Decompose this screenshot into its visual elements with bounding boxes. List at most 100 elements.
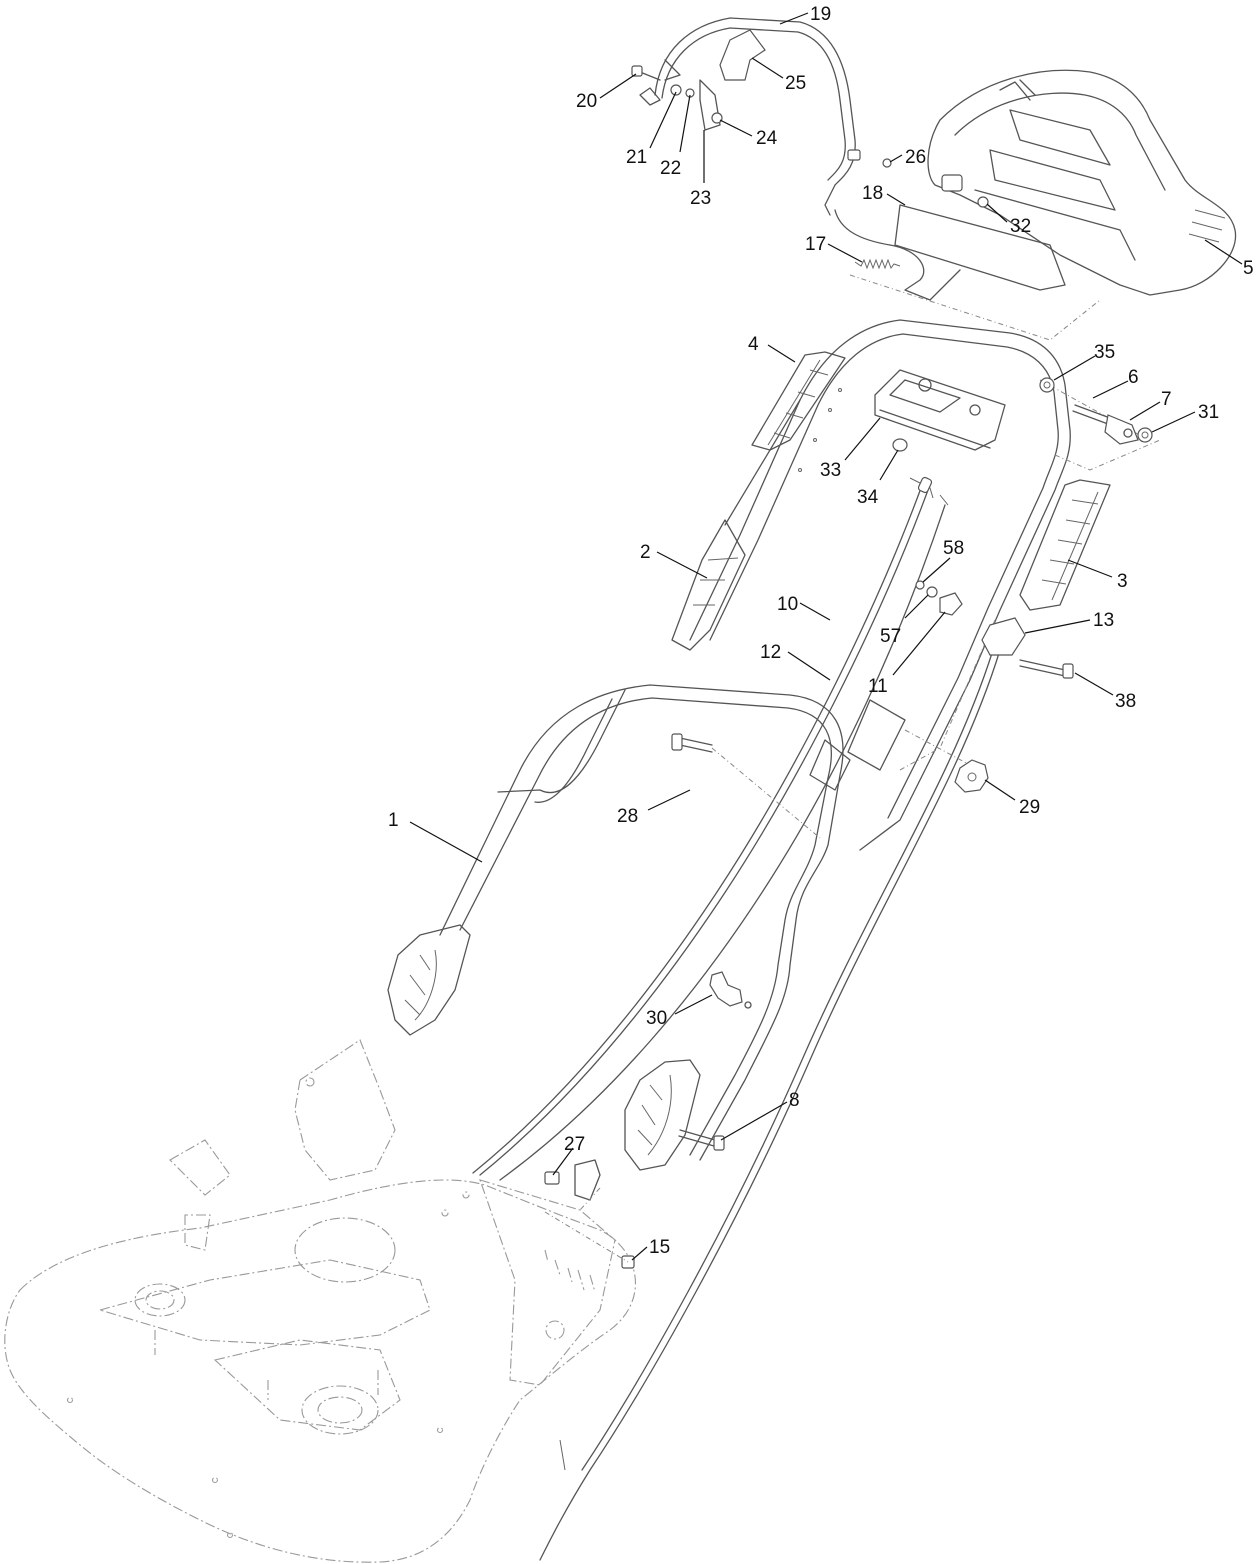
callout-57: 57 — [880, 626, 901, 647]
part-30 — [709, 971, 752, 1009]
left-upper-grip-4 — [751, 351, 846, 451]
leader-29 — [984, 779, 1016, 801]
callout-32: 32 — [1010, 216, 1031, 237]
leader-8 — [720, 1101, 788, 1141]
callout-30: 30 — [646, 1008, 667, 1029]
mower-deck-phantom — [4, 1039, 636, 1563]
leader-27 — [552, 1147, 574, 1176]
callout-33: 33 — [820, 460, 841, 481]
right-grip-3 — [1019, 479, 1111, 611]
cable-clamp-13 — [981, 617, 1074, 679]
knob-7 — [1104, 414, 1139, 445]
hidden-line-bail — [849, 274, 1101, 341]
callout-labels: 1 2 3 4 5 6 7 8 10 11 12 13 15 17 18 19 … — [388, 4, 1254, 1258]
leader-38 — [1074, 672, 1114, 696]
pad-18 — [894, 204, 1066, 291]
leader-33 — [844, 417, 881, 461]
lower-handle-pivot-plate-right — [624, 1059, 701, 1171]
leader-22 — [679, 94, 691, 153]
callout-24: 24 — [756, 128, 778, 149]
knob-34 — [892, 438, 908, 452]
callout-27: 27 — [564, 1134, 585, 1155]
callout-58: 58 — [943, 538, 964, 559]
bolt-28 — [671, 733, 713, 753]
hidden-line-29b — [904, 729, 971, 766]
lower-handle-pivot-plate-left — [387, 924, 471, 1036]
leader-18 — [886, 193, 906, 206]
upper-housing-5 — [927, 69, 1237, 296]
upper-handle — [689, 319, 1071, 851]
hidden-line-31 — [1054, 439, 1161, 471]
leader-10 — [799, 602, 831, 621]
callout-17: 17 — [805, 234, 826, 255]
star-knob-29 — [954, 759, 989, 793]
cross-bracket-33 — [874, 369, 1006, 451]
callout-38: 38 — [1115, 691, 1136, 712]
callout-26: 26 — [905, 147, 926, 168]
leader-15 — [631, 1246, 648, 1261]
leader-12 — [787, 651, 831, 681]
callout-35: 35 — [1094, 342, 1115, 363]
callout-29: 29 — [1019, 797, 1040, 818]
leader-lines — [409, 12, 1243, 1261]
callout-4: 4 — [748, 334, 759, 355]
leader-7 — [1129, 401, 1161, 421]
callout-34: 34 — [857, 487, 879, 508]
cable-clip-11 — [939, 592, 963, 616]
callout-5: 5 — [1243, 258, 1254, 279]
screw-32 — [977, 196, 989, 208]
callout-28: 28 — [617, 806, 638, 827]
leader-26 — [889, 154, 903, 163]
pin-6 — [1072, 404, 1111, 425]
bracket-27 — [544, 1159, 601, 1201]
callout-21: 21 — [626, 147, 647, 168]
callout-19: 19 — [810, 4, 831, 25]
leader-11 — [892, 611, 946, 676]
callout-13: 13 — [1093, 610, 1114, 631]
leader-31 — [1151, 411, 1196, 433]
trigger-parts — [631, 29, 766, 131]
leader-17 — [827, 243, 863, 263]
callout-31: 31 — [1198, 402, 1219, 423]
leader-6 — [1092, 380, 1129, 399]
leader-34 — [879, 449, 899, 481]
callout-18: 18 — [862, 183, 883, 204]
cables-10-12-runs — [472, 476, 949, 1181]
left-grip-2 — [671, 519, 746, 651]
callout-15: 15 — [649, 1237, 670, 1258]
callout-8: 8 — [789, 1090, 800, 1111]
callout-12: 12 — [760, 642, 781, 663]
leader-21 — [649, 91, 677, 149]
nut-58 — [915, 580, 925, 590]
leader-1 — [409, 821, 483, 863]
leader-4 — [767, 344, 796, 363]
callout-2: 2 — [640, 542, 651, 563]
leader-2 — [656, 551, 708, 579]
leader-24 — [719, 119, 753, 137]
leader-35 — [1053, 355, 1096, 381]
washer-57 — [926, 586, 938, 598]
callout-20: 20 — [576, 91, 597, 112]
callout-23: 23 — [690, 188, 711, 209]
callout-6: 6 — [1128, 367, 1139, 388]
pin-26 — [882, 158, 892, 168]
callout-7: 7 — [1161, 389, 1172, 410]
control-cable-long — [539, 649, 1001, 1561]
callout-10: 10 — [777, 594, 798, 615]
leader-57 — [904, 594, 929, 619]
callout-1: 1 — [388, 810, 399, 831]
leader-32 — [986, 203, 1008, 223]
leader-3 — [1067, 559, 1113, 578]
spring-17 — [854, 258, 901, 270]
leader-20 — [599, 73, 637, 99]
leader-30 — [674, 994, 713, 1015]
callout-3: 3 — [1117, 571, 1128, 592]
leader-58 — [922, 557, 951, 583]
hidden-line-27 — [579, 1187, 601, 1211]
lower-handle — [439, 684, 844, 1161]
leader-13 — [1024, 619, 1091, 634]
leader-25 — [751, 57, 784, 79]
callout-11: 11 — [868, 676, 888, 697]
callout-22: 22 — [660, 158, 681, 179]
nut-31 — [1137, 427, 1153, 443]
